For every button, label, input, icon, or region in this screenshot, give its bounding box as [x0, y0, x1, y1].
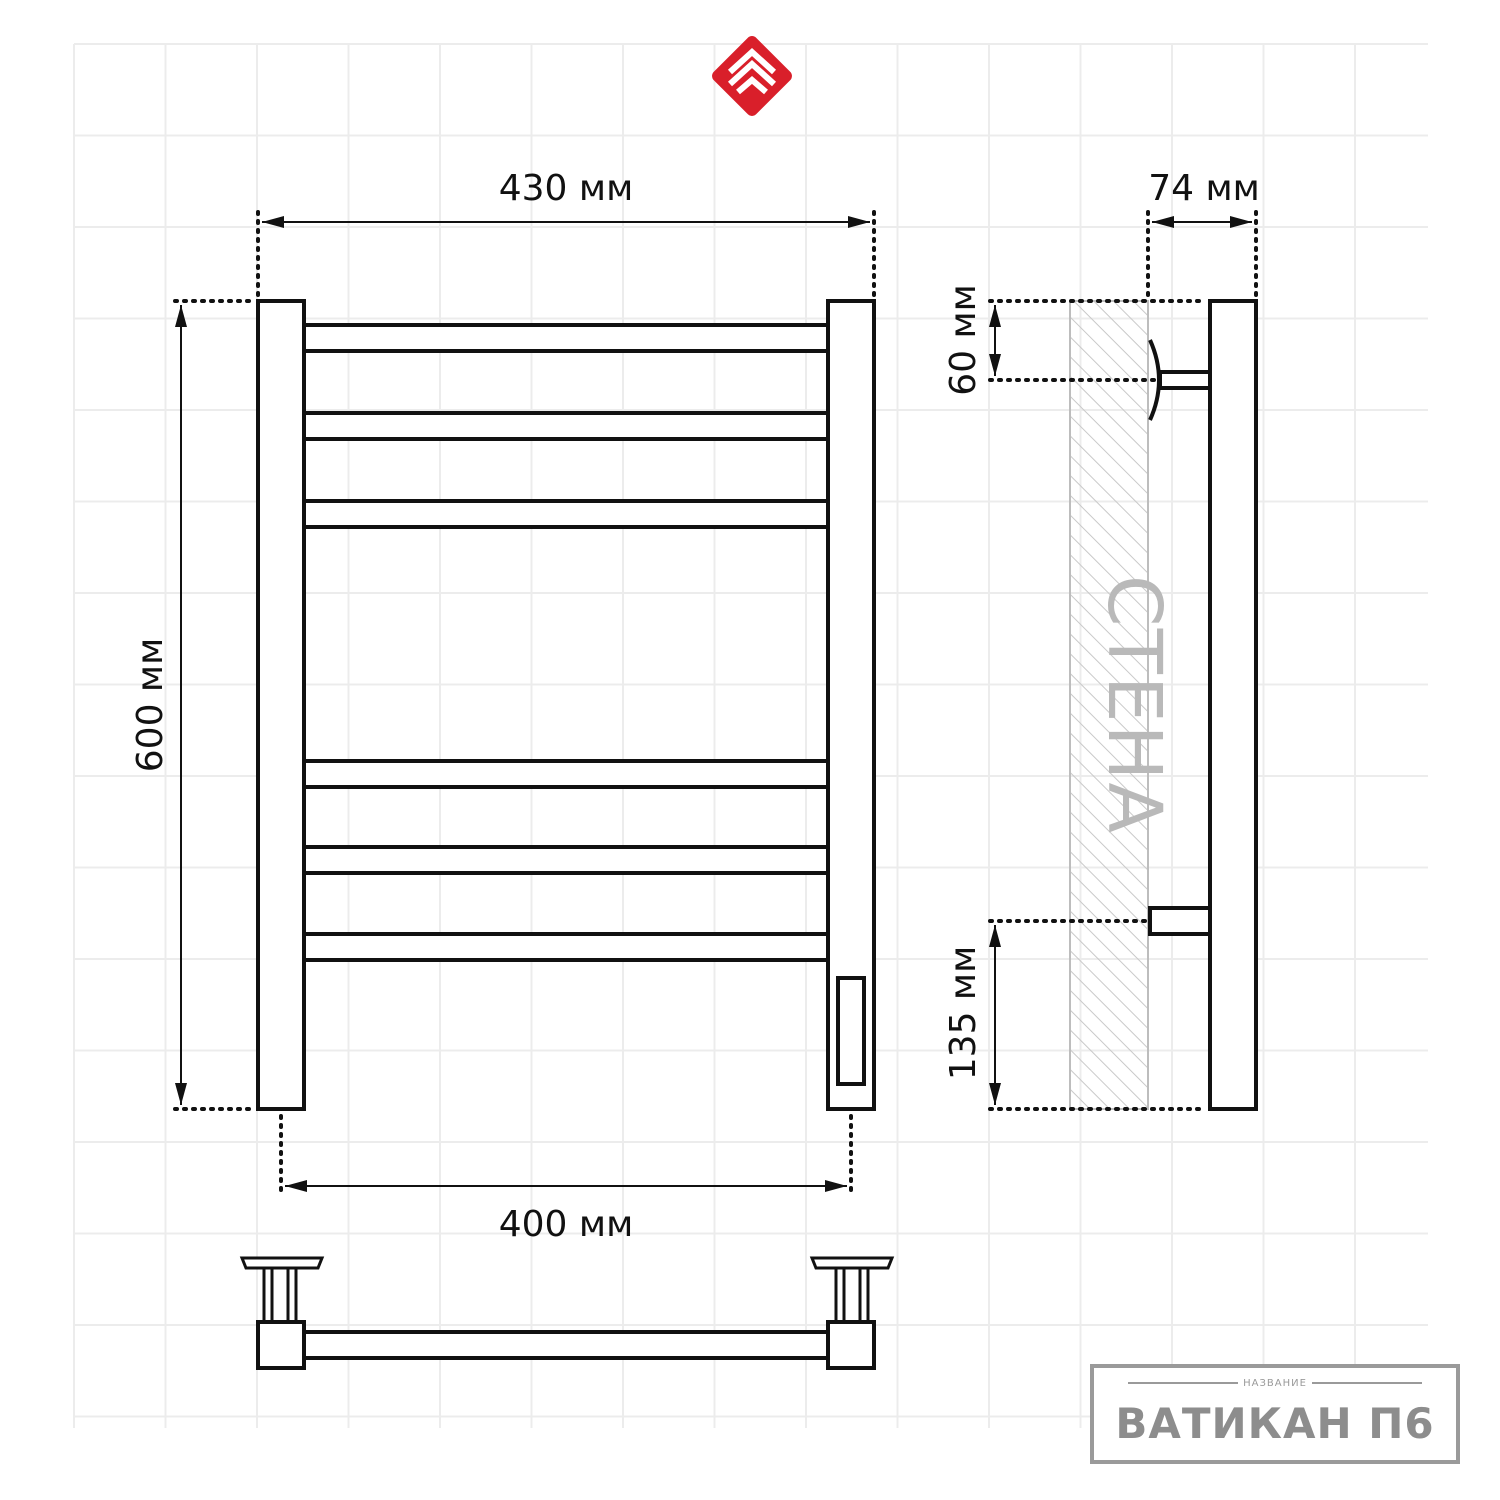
- dimension-top-offset-label: 60 мм: [943, 284, 984, 396]
- arrow-icon: [989, 1083, 1001, 1105]
- right-post: [826, 299, 876, 1111]
- arrow-icon: [262, 216, 284, 228]
- left-post-top: [256, 1320, 306, 1370]
- right-mount-stem: [858, 1266, 870, 1324]
- crossbar: [302, 932, 830, 962]
- left-wall-flange: [239, 1256, 325, 1270]
- top-bracket-pipe: [1158, 370, 1212, 390]
- brand-logo-icon: [712, 36, 792, 116]
- right-mount-stem: [834, 1266, 846, 1324]
- arrow-icon: [848, 216, 870, 228]
- arrow-icon: [989, 925, 1001, 947]
- left-mount-stem: [262, 1266, 274, 1324]
- crossbar: [302, 323, 830, 353]
- crossbars: [302, 323, 830, 962]
- left-mount-stem: [286, 1266, 298, 1324]
- dimension-axis-label: 400 мм: [499, 1204, 633, 1245]
- model-name: ВАТИКАН П6: [1115, 1399, 1434, 1448]
- dimension-depth-label: 74 мм: [1148, 168, 1260, 209]
- arrow-icon: [175, 1083, 187, 1105]
- dimension-height-label: 600 мм: [130, 638, 171, 772]
- arrow-icon: [1152, 216, 1174, 228]
- arrow-icon: [1230, 216, 1252, 228]
- dimension-bottom-offset-label: 135 мм: [943, 946, 984, 1080]
- arrow-icon: [989, 354, 1001, 376]
- side-view: СТЕНА 74 мм 60 мм 135 мм: [943, 168, 1260, 1111]
- bottom-bracket-pipe: [1148, 906, 1212, 936]
- right-post-top: [826, 1320, 876, 1370]
- front-view: 430 мм 600 мм 400 мм: [130, 168, 876, 1245]
- left-post: [256, 299, 306, 1111]
- right-wall-flange: [809, 1256, 895, 1270]
- arrow-icon: [175, 305, 187, 327]
- arrow-icon: [825, 1180, 847, 1192]
- wall-label: СТЕНА: [1091, 575, 1177, 835]
- crossbar: [302, 411, 830, 441]
- dimension-width-label: 430 мм: [499, 168, 633, 209]
- arrow-icon: [285, 1180, 307, 1192]
- crossbar: [302, 759, 830, 789]
- arrow-icon: [989, 305, 1001, 327]
- crossbar: [302, 845, 830, 875]
- side-post: [1208, 299, 1258, 1111]
- top-view: [239, 1256, 895, 1370]
- control-panel: [836, 976, 866, 1086]
- title-block: НАЗВАНИЕ ВАТИКАН П6: [1090, 1364, 1460, 1464]
- top-crossbar: [302, 1330, 830, 1360]
- title-caption: НАЗВАНИЕ: [1243, 1378, 1307, 1389]
- crossbar: [302, 499, 830, 529]
- wall-section: [1069, 300, 1149, 1110]
